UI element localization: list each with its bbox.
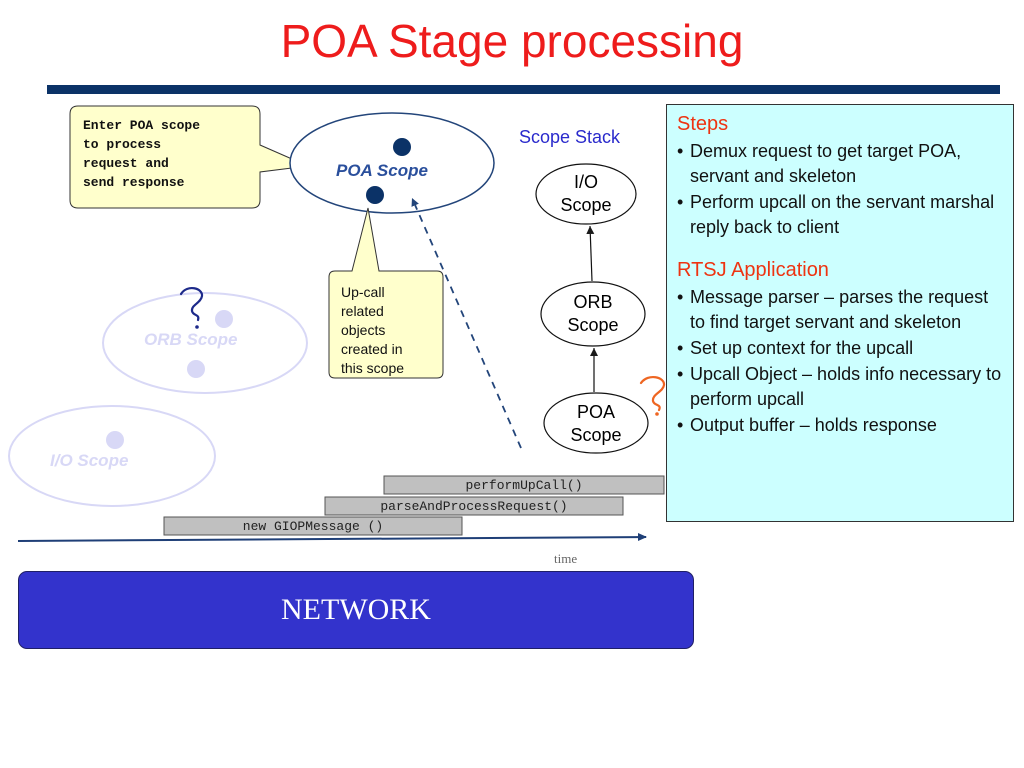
- steps-item: Perform upcall on the servant marshal re…: [677, 190, 1005, 240]
- title-divider: [47, 85, 1000, 94]
- poa-scope-dot-top: [393, 138, 411, 156]
- time-axis-label: time: [554, 551, 578, 566]
- io-scope-dot: [106, 431, 124, 449]
- poa-scope-dot-bottom: [366, 186, 384, 204]
- steps-heading: Steps: [677, 113, 729, 135]
- enter-poa-dashed-arrow: [411, 197, 522, 449]
- upcall-callout-bubble: [328, 207, 444, 379]
- rtsj-item: Upcall Object – holds info necessary to …: [677, 362, 1005, 412]
- upcall-callout-text: Up-call related objects created in this …: [341, 284, 405, 376]
- rtsj-item: Set up context for the upcall: [677, 336, 1005, 361]
- steps-box: Steps Demux request to get target POA, s…: [666, 104, 1014, 522]
- network-banner: NETWORK: [18, 571, 694, 649]
- question-mark-blue-icon: [179, 287, 204, 322]
- timeline-bar-performupcall-label: performUpCall(): [465, 478, 583, 493]
- orb-scope-label: ORB Scope: [144, 330, 238, 349]
- scope-stack-title: Scope Stack: [519, 127, 621, 147]
- slide-title: POA Stage processing: [280, 15, 744, 67]
- stack-arrow-orb-to-io: [586, 225, 595, 282]
- callout-text: Enter POA scope to process request and s…: [83, 118, 201, 190]
- timeline-bar-newgiopmessage-label: new GIOPMessage (): [242, 519, 384, 534]
- stack-node-io: [535, 163, 637, 225]
- rtsj-item: Message parser – parses the request to f…: [677, 285, 1005, 335]
- steps-list: Demux request to get target POA, servant…: [677, 139, 1005, 240]
- io-scope-ellipse: [8, 405, 216, 507]
- rtsj-item: Output buffer – holds response: [677, 413, 1005, 438]
- poa-scope-label: POA Scope: [336, 161, 428, 180]
- orb-scope-dot-top: [215, 310, 233, 328]
- question-mark-blue-dot: [195, 325, 199, 329]
- rtsj-list: Message parser – parses the request to f…: [677, 285, 1005, 438]
- timeline-bar-newgiopmessage: [163, 516, 463, 536]
- steps-item: Demux request to get target POA, servant…: [677, 139, 1005, 189]
- callout-bubble: [69, 105, 310, 209]
- timeline-bar-parseandprocess-label: parseAndProcessRequest(): [380, 499, 568, 514]
- network-label: NETWORK: [281, 593, 431, 626]
- question-mark-orange-icon: [639, 376, 666, 412]
- io-scope-label: I/O Scope: [50, 451, 129, 470]
- stack-node-poa-label: POA Scope: [570, 402, 622, 445]
- time-axis-arrow: [17, 533, 647, 542]
- timeline-bar-parseandprocess: [324, 496, 624, 516]
- stack-node-orb-label: ORB Scope: [567, 292, 619, 335]
- poa-scope-ellipse: [289, 112, 495, 214]
- orb-scope-dot-bottom: [187, 360, 205, 378]
- rtsj-heading: RTSJ Application: [677, 259, 829, 281]
- timeline-bar-performupcall: [383, 475, 665, 495]
- question-mark-orange-dot: [655, 412, 659, 416]
- orb-scope-ellipse: [102, 292, 308, 394]
- stack-node-orb: [540, 281, 646, 347]
- stack-node-io-label: I/O Scope: [560, 172, 612, 215]
- stack-node-poa: [543, 392, 649, 454]
